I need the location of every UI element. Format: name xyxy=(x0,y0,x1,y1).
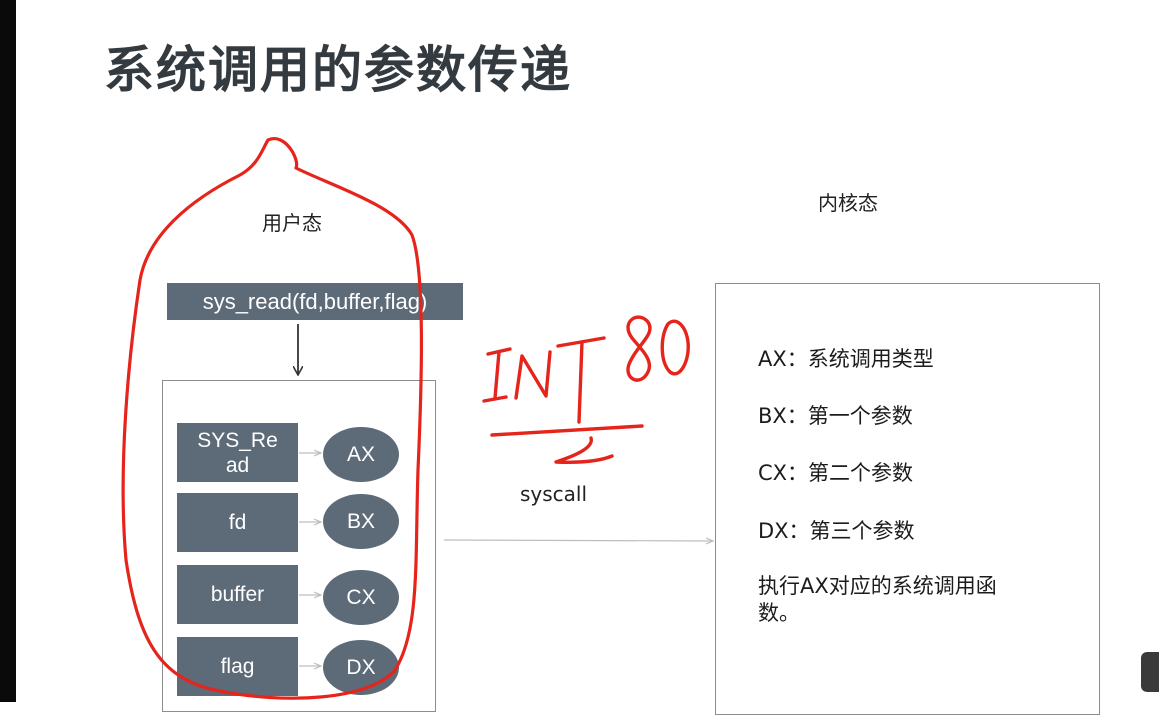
param-label: buffer xyxy=(210,583,265,606)
param-label: fd xyxy=(228,511,247,534)
left-edge-bar xyxy=(0,0,16,702)
register-label: AX xyxy=(346,442,375,466)
handwritten-user-mode-circle xyxy=(121,137,424,700)
slide-title: 系统调用的参数传递 xyxy=(104,41,572,99)
sys-read-call-box: sys_read(fd,buffer,flag) xyxy=(167,283,463,320)
register-dx-ellipse: DX xyxy=(323,640,399,695)
handwritten-int-80 xyxy=(482,315,690,464)
param-box-sys-read: SYS_Re ad xyxy=(177,423,298,482)
param-box-fd: fd xyxy=(177,493,298,552)
register-bx-ellipse: BX xyxy=(323,494,399,549)
kernel-final-text: 执行AX对应的系统调用函数。 xyxy=(758,574,997,625)
user-mode-label: 用户态 xyxy=(262,211,322,235)
kernel-line-cx: CX：第二个参数 xyxy=(758,461,914,485)
register-label: BX xyxy=(346,509,375,533)
param-label: SYS_Re ad xyxy=(197,428,278,477)
param-box-buffer: buffer xyxy=(177,565,298,624)
syscall-arrow xyxy=(443,540,713,541)
syscall-label: syscall xyxy=(520,482,588,506)
register-label: DX xyxy=(346,655,376,679)
param-label: flag xyxy=(220,655,255,678)
register-label: CX xyxy=(346,585,376,609)
kernel-line-dx: DX：第三个参数 xyxy=(758,519,915,543)
side-collapse-button[interactable] xyxy=(1141,652,1159,692)
register-ax-ellipse: AX xyxy=(323,427,399,482)
kernel-line-ax: AX：系统调用类型 xyxy=(758,347,934,371)
register-cx-ellipse: CX xyxy=(323,570,399,625)
kernel-line-bx: BX：第一个参数 xyxy=(758,404,913,428)
kernel-mode-label: 内核态 xyxy=(818,191,878,215)
sys-read-call-text: sys_read(fd,buffer,flag) xyxy=(202,288,428,314)
